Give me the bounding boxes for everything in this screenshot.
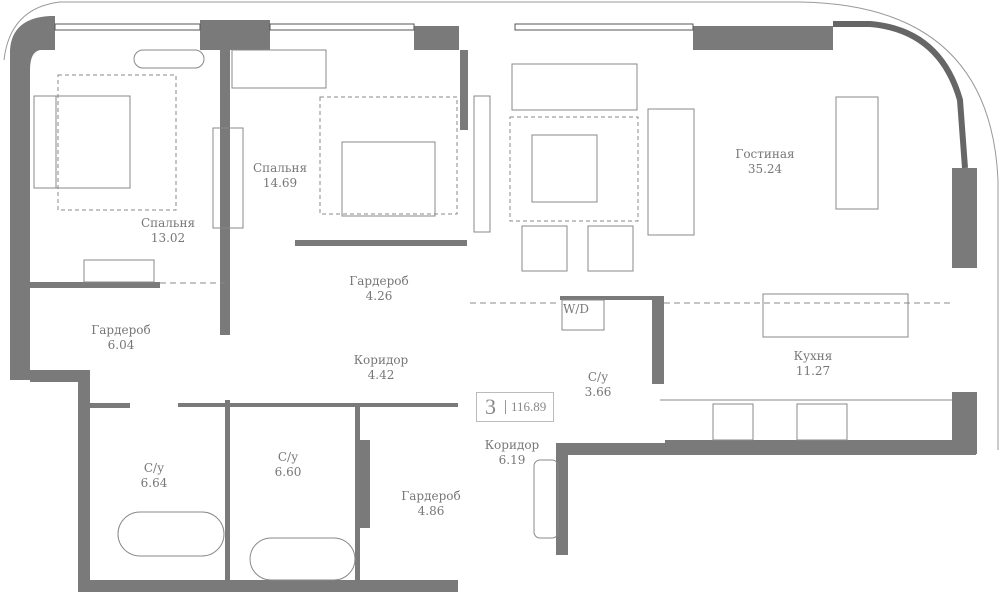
room-area: 4.86: [417, 504, 445, 518]
room-area: 13.02: [150, 231, 186, 245]
room-name: С/у: [277, 450, 299, 464]
room-area: 4.42: [367, 368, 395, 382]
room-name: Гардероб: [401, 489, 461, 503]
room-name: Кухня: [793, 349, 833, 363]
badge-divider: [505, 400, 506, 414]
room-name: Гардероб: [349, 274, 409, 288]
room-area: 14.69: [262, 176, 298, 190]
room-area: 4.26: [365, 289, 393, 303]
apartment-badge: 3 116.89: [476, 392, 554, 422]
room-name: Спальня: [140, 216, 196, 230]
room-name: С/у: [143, 461, 165, 475]
rooms-count: 3: [485, 394, 496, 419]
room-area: 35.24: [747, 162, 783, 176]
room-area: 6.19: [498, 453, 526, 467]
room-name: Коридор: [484, 438, 540, 452]
room-name: Гостиная: [735, 147, 795, 161]
room-area: 6.64: [140, 476, 168, 490]
room-name: Гардероб: [91, 323, 151, 337]
room-name: Спальня: [252, 161, 308, 175]
room-name: С/у: [587, 370, 609, 384]
washer-dryer-label: W/D: [563, 302, 589, 316]
walls: [10, 16, 977, 592]
total-area: 116.89: [511, 399, 547, 414]
room-area: 6.04: [107, 338, 135, 352]
room-area: 11.27: [795, 364, 831, 378]
room-area: 6.60: [274, 465, 302, 479]
room-name: Коридор: [353, 353, 409, 367]
room-area: 3.66: [584, 385, 612, 399]
